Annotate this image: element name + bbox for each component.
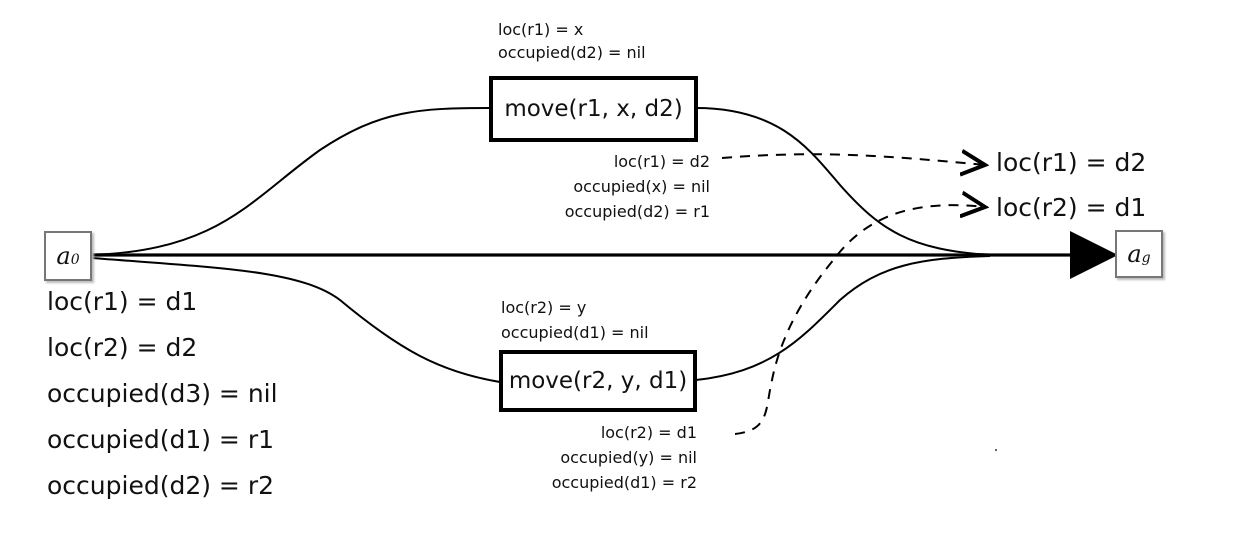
initial-state-fact: occupied(d1) = r1 (47, 425, 275, 454)
start-node-symbol: a (56, 242, 71, 270)
initial-state-fact: occupied(d2) = r2 (47, 471, 275, 500)
goal-condition: loc(r2) = d1 (996, 193, 1147, 222)
top-action-preconditions: loc(r1) = x occupied(d2) = nil (498, 22, 646, 61)
effect: occupied(y) = nil (560, 448, 697, 467)
initial-state: loc(r1) = d1 loc(r2) = d2 occupied(d3) =… (47, 289, 278, 498)
action-move-r2-label: move(r2, y, d1) (508, 368, 688, 394)
edge-bottom-action-to-goal (695, 255, 991, 381)
initial-state-fact: occupied(d3) = nil (47, 379, 278, 408)
goal-condition: loc(r1) = d2 (996, 148, 1147, 177)
precondition: loc(r1) = x (498, 20, 584, 39)
initial-state-fact: loc(r2) = d2 (47, 333, 198, 362)
edge-start-to-bottom-action (91, 257, 501, 383)
goal-conditions: loc(r1) = d2 loc(r2) = d1 (996, 150, 1146, 220)
initial-state-fact: loc(r1) = d1 (47, 287, 198, 316)
action-move-r1-label: move(r1, x, d2) (504, 96, 683, 122)
causal-link-r2 (734, 205, 985, 435)
goal-node-subscript: g (1141, 250, 1151, 266)
effect: loc(r1) = d2 (613, 152, 710, 171)
edge-start-to-top-action (91, 107, 491, 256)
effect: occupied(d1) = r2 (551, 473, 697, 492)
precondition: loc(r2) = y (501, 298, 587, 317)
goal-node-symbol: a (1127, 240, 1142, 268)
bottom-action-preconditions: loc(r2) = y occupied(d1) = nil (501, 300, 649, 341)
start-node-subscript: 0 (70, 252, 80, 268)
effect: occupied(x) = nil (573, 177, 710, 196)
bottom-action-effects: loc(r2) = d1 occupied(y) = nil occupied(… (515, 425, 697, 491)
effect: occupied(d2) = r1 (564, 202, 710, 221)
precondition: occupied(d1) = nil (501, 323, 649, 342)
causal-link-r1 (721, 154, 985, 165)
edge-top-action-to-goal (695, 107, 991, 256)
action-move-r2[interactable]: move(r2, y, d1) (499, 350, 697, 412)
effect: loc(r2) = d1 (600, 423, 697, 442)
top-action-effects: loc(r1) = d2 occupied(x) = nil occupied(… (530, 154, 710, 220)
precondition: occupied(d2) = nil (498, 43, 646, 62)
action-move-r1[interactable]: move(r1, x, d2) (489, 76, 698, 142)
